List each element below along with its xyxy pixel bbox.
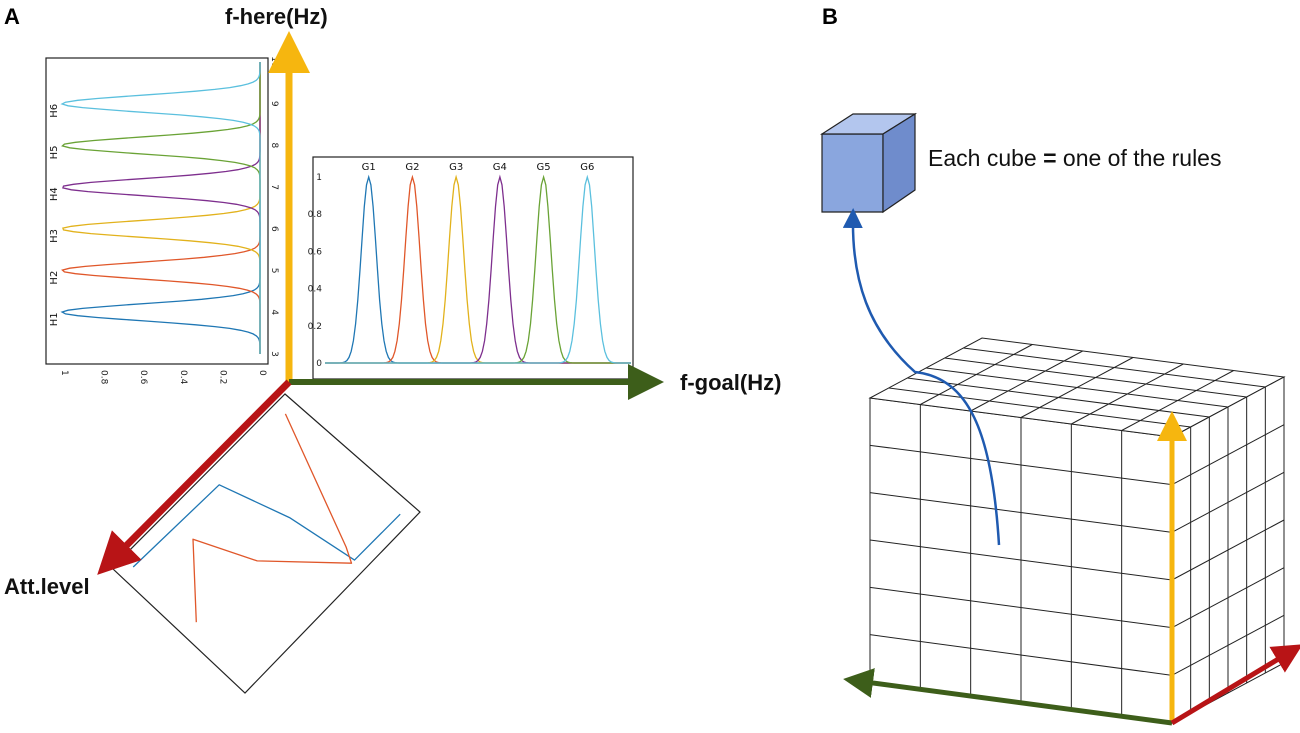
f-here-membership-chart: H1 H2 H3 H4 H5 H6 3 4 5 6 7 8 9 10 0 0.2 0.4 0.6 0.8 1 bbox=[45, 56, 279, 385]
f-goal-mf-label: G1 bbox=[362, 162, 376, 173]
f-goal-mf-label: G4 bbox=[493, 162, 507, 173]
f-here-freq-tick: 3 bbox=[269, 351, 279, 357]
f-here-membership-tick: 1 bbox=[59, 370, 69, 376]
att-level-axis-arrow bbox=[97, 379, 292, 575]
f-goal-mf-label: G6 bbox=[580, 162, 594, 173]
panel-label-a: A bbox=[4, 4, 20, 29]
att-level-mf-curve bbox=[132, 484, 401, 568]
f-goal-mf-label: G3 bbox=[449, 162, 463, 173]
f-goal-mf-label: G5 bbox=[537, 162, 551, 173]
f-goal-y-tick: 0.6 bbox=[308, 247, 323, 257]
cube-grid-line bbox=[963, 347, 1266, 388]
f-goal-axis-title: f-goal(Hz) bbox=[680, 370, 781, 395]
cube-caption: Each cube = one of the rules bbox=[928, 145, 1221, 171]
f-here-mf-label: H2 bbox=[49, 271, 60, 285]
cube-caption-equals: = bbox=[1043, 145, 1056, 171]
f-here-membership-tick: 0.2 bbox=[217, 370, 227, 384]
f-here-membership-tick: 0.4 bbox=[178, 370, 188, 385]
f-here-mf-label: H5 bbox=[49, 146, 60, 160]
f-here-freq-tick: 4 bbox=[269, 309, 279, 315]
f-goal-y-tick: 1 bbox=[316, 173, 322, 183]
f-goal-y-tick: 0.2 bbox=[308, 322, 322, 332]
f-goal-y-tick: 0.8 bbox=[308, 210, 323, 220]
f-here-mf-curve bbox=[60, 62, 261, 354]
f-here-mf-label: H4 bbox=[49, 187, 60, 201]
rule-cube-icon bbox=[819, 112, 918, 214]
att-chart-frame bbox=[111, 393, 421, 694]
f-here-mf-label: H3 bbox=[49, 229, 60, 243]
f-here-membership-tick: 0.6 bbox=[138, 370, 148, 385]
f-goal-y-tick: 0 bbox=[316, 359, 322, 369]
cube-caption-after: one of the rules bbox=[1057, 145, 1222, 171]
f-here-mf-label: H6 bbox=[49, 104, 60, 118]
f-here-freq-tick: 7 bbox=[269, 184, 279, 190]
f-goal-mf-label: G2 bbox=[405, 162, 419, 173]
att-level-membership-chart bbox=[111, 393, 421, 694]
f-here-freq-tick: 5 bbox=[269, 268, 279, 274]
f-here-freq-tick: 10 bbox=[269, 56, 279, 68]
panel-label-b: B bbox=[822, 4, 838, 29]
b-att-level-axis-arrow bbox=[1170, 644, 1300, 726]
b-f-goal-axis-arrow bbox=[843, 668, 1173, 726]
rule-base-cube-grid bbox=[868, 337, 1286, 724]
f-here-freq-tick: 8 bbox=[269, 143, 279, 149]
f-here-axis-title: f-here(Hz) bbox=[225, 4, 328, 29]
f-here-membership-tick: 0.8 bbox=[99, 370, 109, 385]
f-goal-chart-frame bbox=[312, 156, 634, 380]
f-here-freq-tick: 9 bbox=[269, 101, 279, 107]
f-goal-y-tick: 0.4 bbox=[308, 285, 323, 295]
f-here-freq-tick: 6 bbox=[269, 226, 279, 232]
cube-grid-line bbox=[869, 634, 1173, 676]
cube-grid-line bbox=[1171, 614, 1285, 676]
f-goal-mf-curve bbox=[325, 174, 631, 364]
rule-pointer-arrow bbox=[842, 208, 1001, 546]
f-here-membership-tick: 0 bbox=[257, 370, 267, 376]
att-level-axis-title: Att.level bbox=[4, 574, 90, 599]
att-level-mf-curve bbox=[192, 413, 353, 623]
f-here-mf-label: H1 bbox=[49, 312, 60, 326]
f-here-chart-frame bbox=[45, 57, 269, 365]
cube-caption-before: Each cube bbox=[928, 145, 1043, 171]
f-goal-membership-chart: G1 G2 G3 G4 G5 G6 0 0.2 0.4 0.6 0.8 1 bbox=[308, 156, 634, 380]
